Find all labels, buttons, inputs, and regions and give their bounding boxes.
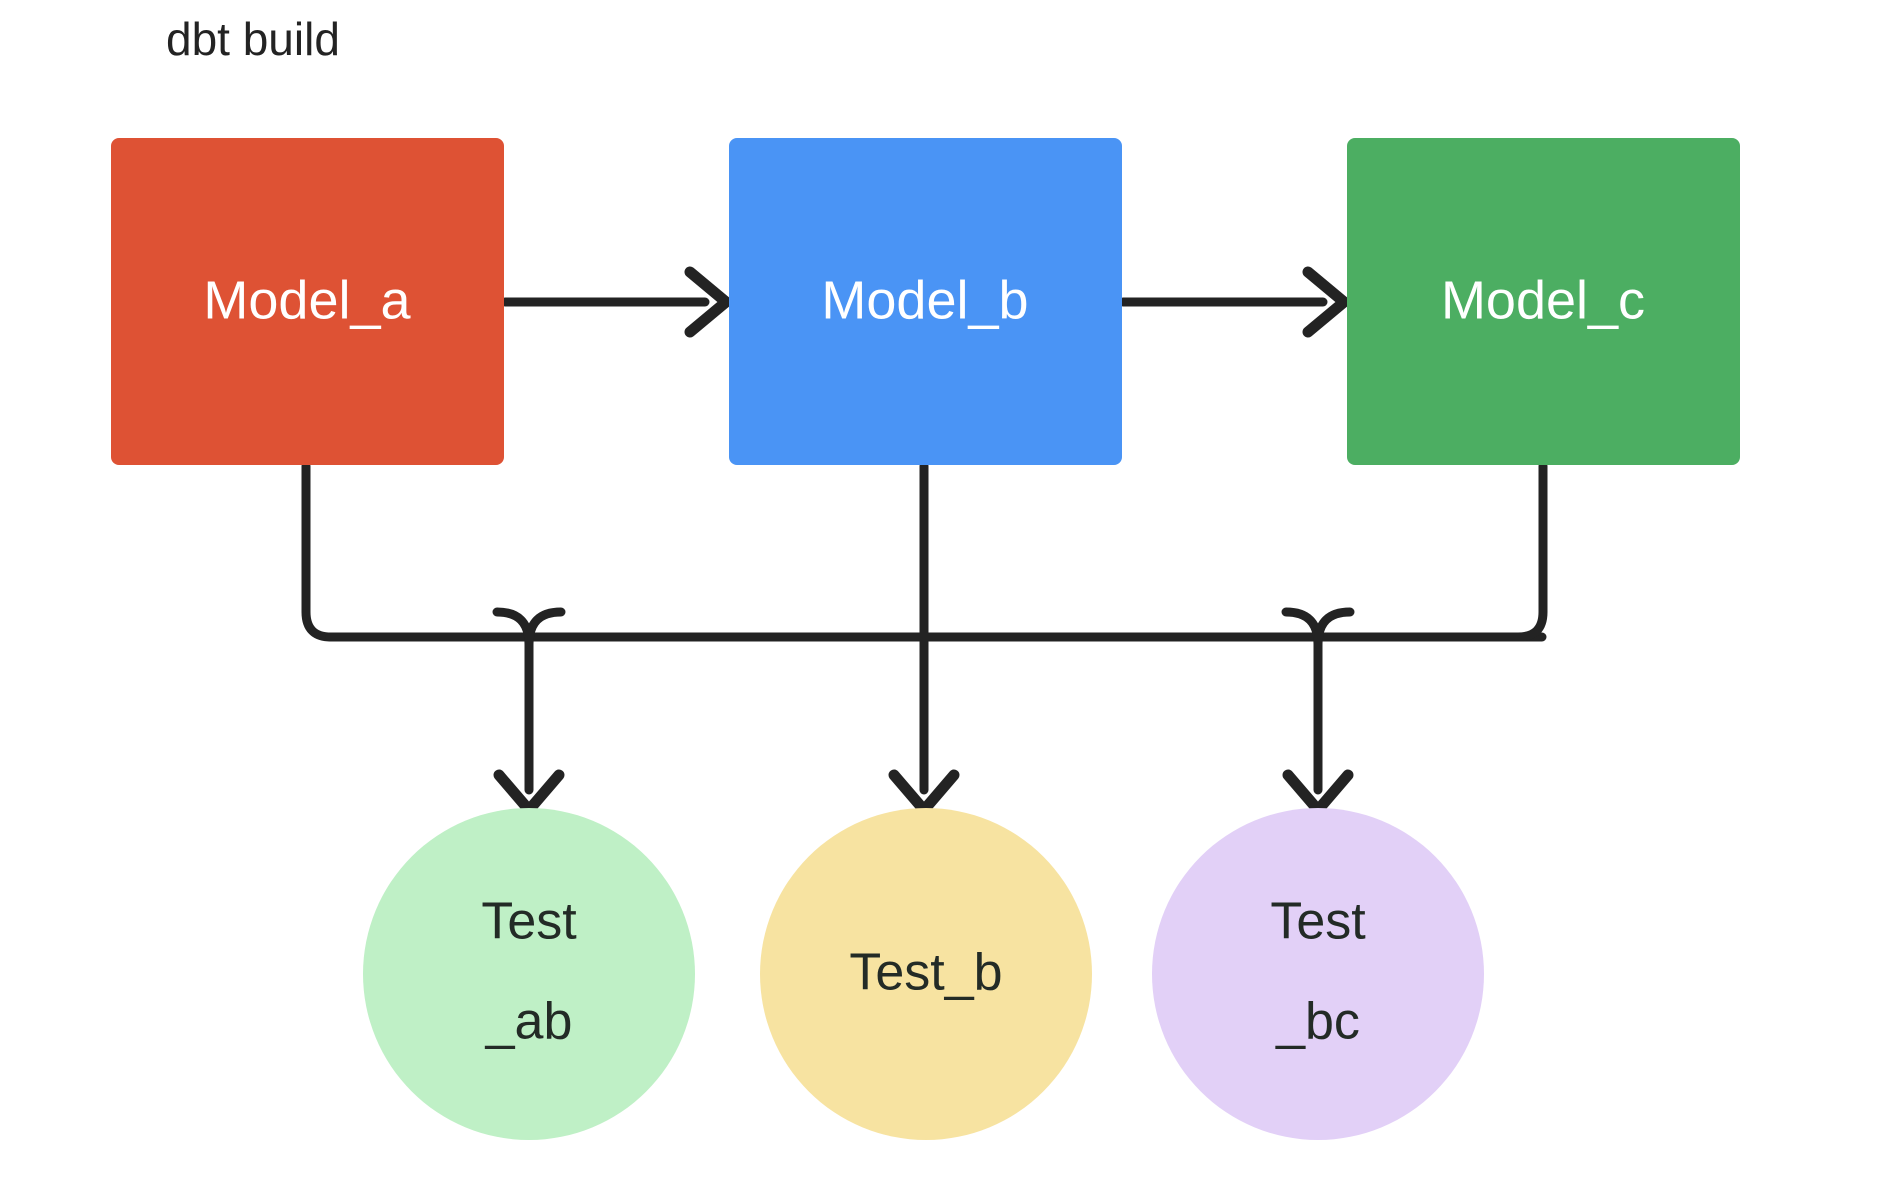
model-c-label: Model_c — [1441, 270, 1645, 330]
arrowhead-b-c — [1302, 266, 1350, 338]
test-bc-circle[interactable] — [1152, 808, 1484, 1140]
model-node-model-c[interactable]: Model_c — [1347, 138, 1740, 465]
test-bc-label-line-1: Test — [1270, 893, 1366, 951]
model-a-label: Model_a — [203, 270, 411, 330]
test-b-circle[interactable] — [760, 808, 1092, 1140]
test-b-label-line-1: Test_b — [849, 944, 1002, 1002]
model-b-box[interactable] — [729, 138, 1122, 465]
edge-model-a-to-model-b — [500, 266, 732, 338]
model-node-model-b[interactable]: Model_b — [729, 138, 1122, 465]
edge-line-branch-testab-right — [524, 607, 566, 649]
model-b-label: Model_b — [821, 270, 1028, 330]
test-ab-circle[interactable] — [363, 808, 695, 1140]
test-node-test-bc[interactable]: Test _bc — [1152, 808, 1484, 1140]
diagram-title: dbt build — [166, 13, 340, 65]
edge-model-b-to-model-c — [1118, 266, 1350, 338]
test-ab-label-line-2: _ab — [485, 993, 573, 1051]
test-ab-label-line-1: Test — [481, 893, 577, 951]
model-node-model-a[interactable]: Model_a — [111, 138, 504, 465]
edge-branch-to-test-ab — [492, 607, 566, 816]
model-c-box[interactable] — [1347, 138, 1740, 465]
model-a-box[interactable] — [111, 138, 504, 465]
edge-bus-right-to-left — [325, 461, 1548, 642]
test-bc-label-line-2: _bc — [1275, 993, 1360, 1051]
test-node-test-b[interactable]: Test_b — [760, 808, 1092, 1140]
test-node-test-ab[interactable]: Test _ab — [363, 808, 695, 1140]
edge-line-branch-testbc-right — [1313, 607, 1355, 649]
arrowhead-a-b — [684, 266, 732, 338]
edge-branch-to-test-bc — [1281, 607, 1355, 816]
